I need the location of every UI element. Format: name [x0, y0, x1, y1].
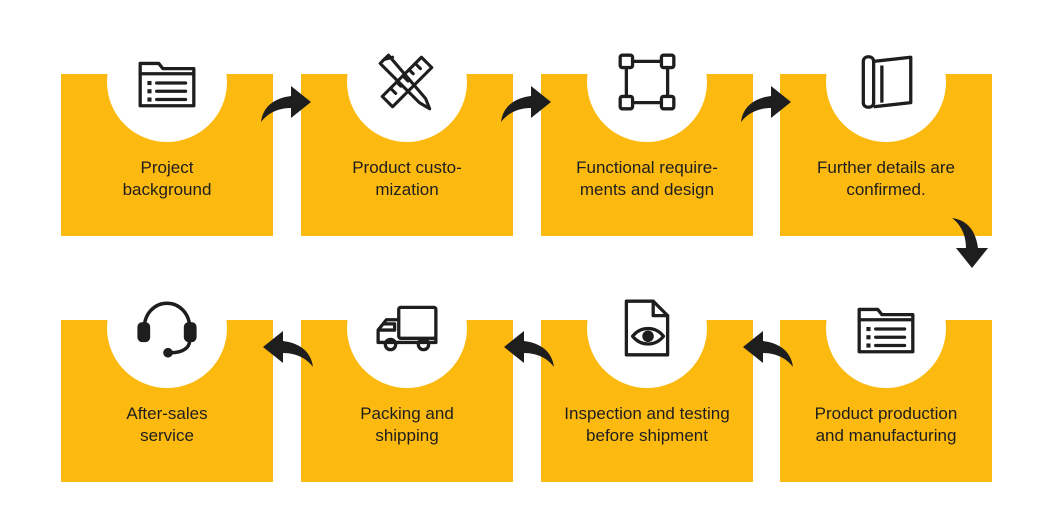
arrow-right-icon: [741, 86, 791, 122]
step-icon-circle: [587, 22, 707, 142]
step-icon-circle: [347, 22, 467, 142]
step-icon-circle: [826, 22, 946, 142]
folder-list-icon: [857, 307, 915, 354]
step-icon-circle: [587, 268, 707, 388]
arrow-left-icon: [743, 331, 793, 367]
step-after-sales-service: After-sales service: [61, 268, 273, 482]
step-label: Inspection and testing before shipment: [564, 404, 730, 445]
step-project-background: Project background: [61, 22, 273, 236]
step-product-customization: Product custo- mization: [301, 22, 513, 236]
blueprint-scroll-icon: [861, 55, 913, 109]
step-label: Product custo- mization: [352, 158, 462, 199]
step-label: Packing and shipping: [360, 404, 454, 445]
arrow-left-icon: [504, 331, 554, 367]
step-icon-circle: [347, 268, 467, 388]
step-production-manufacturing: Product production and manufacturing: [780, 268, 992, 482]
delivery-truck-icon: [376, 305, 438, 352]
pencil-ruler-icon: [378, 53, 434, 111]
document-eye-icon: [624, 299, 670, 357]
step-label: Product production and manufacturing: [814, 404, 958, 445]
step-label: Functional require- ments and design: [576, 158, 718, 199]
folder-list-icon: [138, 61, 196, 108]
arrow-right-icon: [501, 86, 551, 122]
step-functional-requirements: Functional require- ments and design: [541, 22, 753, 236]
step-packing-shipping: Packing and shipping: [301, 268, 513, 482]
step-label: After-sales service: [126, 404, 208, 445]
step-label: Project background: [122, 158, 212, 199]
step-icon-circle: [107, 268, 227, 388]
step-icon-circle: [107, 22, 227, 142]
arrow-down-icon: [952, 218, 988, 268]
arrow-right-icon: [261, 86, 311, 122]
step-label: Further details are confirmed.: [817, 158, 955, 199]
step-icon-circle: [826, 268, 946, 388]
bounding-box-icon: [618, 53, 676, 111]
step-further-details: Further details are confirmed.: [780, 22, 992, 236]
arrow-left-icon: [263, 331, 313, 367]
step-inspection-testing: Inspection and testing before shipment: [541, 268, 753, 482]
headset-icon: [137, 301, 197, 358]
